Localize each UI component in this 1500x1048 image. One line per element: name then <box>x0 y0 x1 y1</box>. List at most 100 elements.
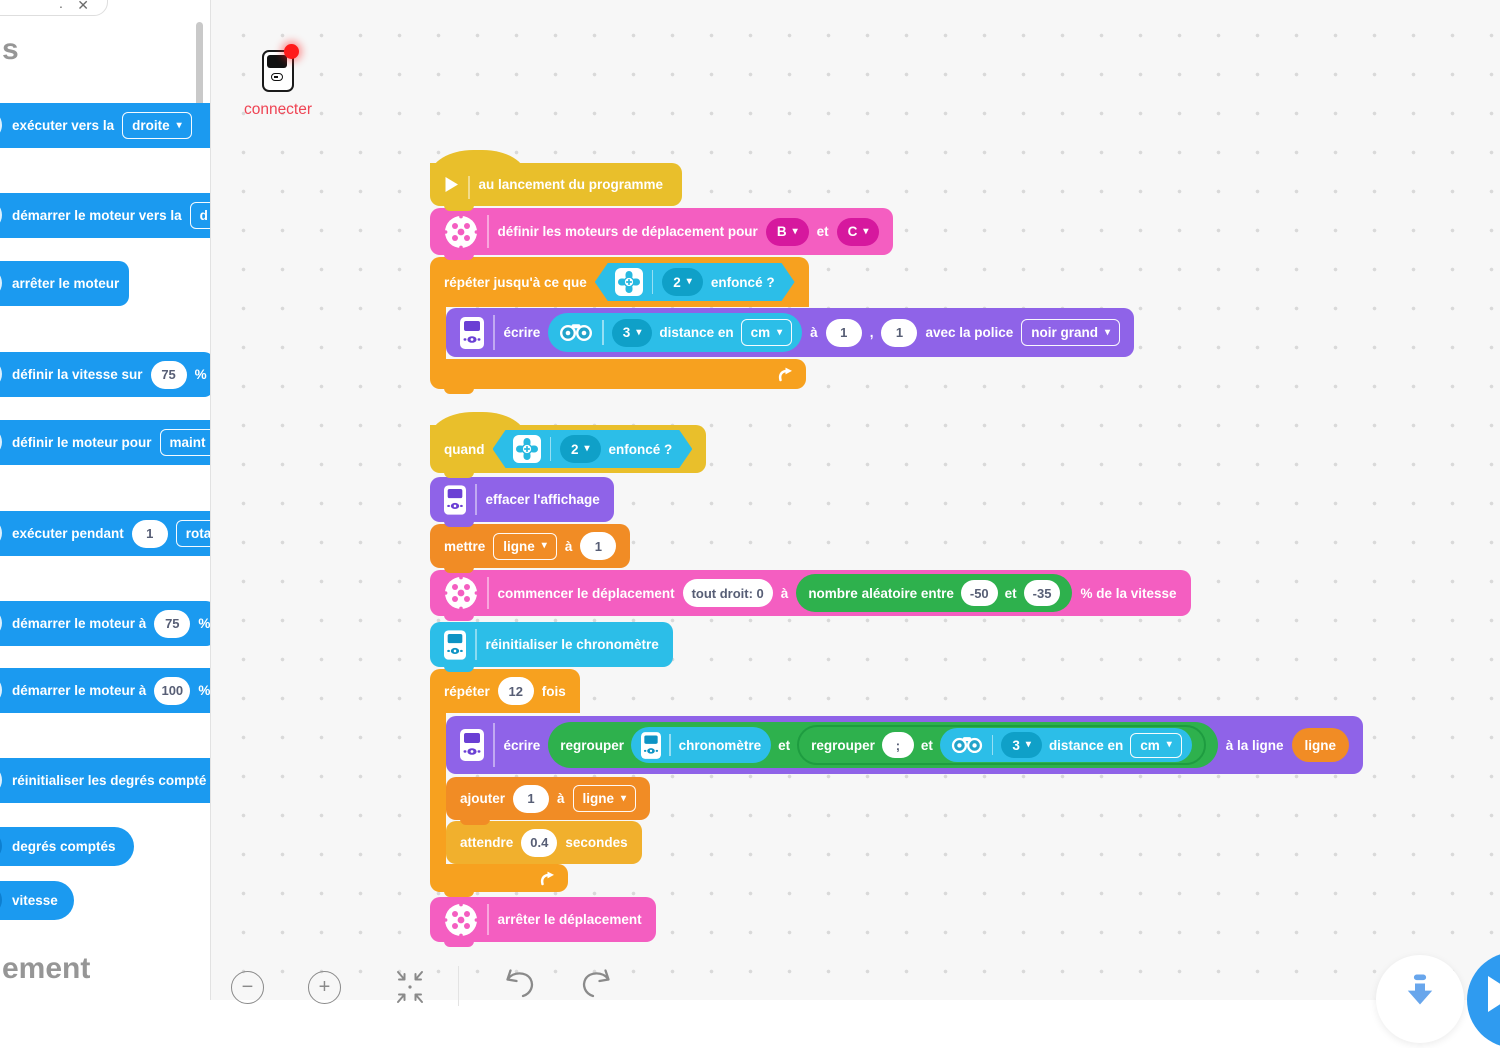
palette-start-motor-direction[interactable]: démarrer le moteur vers la d <box>0 193 210 238</box>
block-write-distance[interactable]: écrire 3 distance en cm à 1 , 1 avec la … <box>446 308 1135 357</box>
block-define-motors[interactable]: définir les moteurs de déplacement pour … <box>430 208 894 260</box>
block-stop-moving[interactable]: arrêter le déplacement <box>430 897 656 947</box>
unit-dropdown[interactable]: cm <box>1130 732 1182 758</box>
block-label: à <box>557 791 565 806</box>
palette-reset-degrees[interactable]: réinitialiser les degrés compté <box>0 758 210 803</box>
hub-button-icon <box>615 268 643 296</box>
unit-dropdown[interactable]: cm <box>740 319 793 346</box>
delta-input[interactable]: 1 <box>513 784 550 813</box>
play-icon <box>444 176 459 193</box>
unit-dropdown[interactable]: rota <box>175 520 210 547</box>
block-wait[interactable]: attendre 0.4 secondes <box>446 821 642 864</box>
separator-input[interactable]: ; <box>881 732 914 758</box>
reporter-label: et <box>1004 585 1017 601</box>
amount-input[interactable]: 1 <box>131 519 168 548</box>
port-dropdown[interactable]: C <box>836 217 880 246</box>
motor-action-dropdown[interactable]: maint <box>159 429 210 456</box>
variable-dropdown[interactable]: ligne <box>572 785 637 812</box>
palette-set-motor[interactable]: définir le moteur pour maint <box>0 420 210 465</box>
undo-button[interactable] <box>500 966 538 1005</box>
block-repeat-until[interactable]: répéter jusqu'à ce que 2 enfoncé ? <box>430 257 809 307</box>
sensor-port-dropdown[interactable]: 3 <box>611 318 653 347</box>
palette-scrollbar[interactable] <box>196 22 203 130</box>
button-number-dropdown[interactable]: 2 <box>662 268 703 296</box>
repeat-until-loop-end[interactable] <box>430 359 806 394</box>
toolbar-divider <box>458 966 459 1006</box>
programming-canvas[interactable]: connecter au lancement du programme défi… <box>210 0 1500 1000</box>
window-tab[interactable]: · ✕ <box>0 0 108 16</box>
zoom-out-button[interactable]: − <box>231 971 264 1004</box>
count-input[interactable]: 12 <box>497 677 534 705</box>
zoom-in-button[interactable]: + <box>308 971 341 1004</box>
block-label: réinitialiser le chronomètre <box>485 637 659 652</box>
block-change-variable[interactable]: ajouter 1 à ligne <box>446 777 651 825</box>
disconnected-status-dot <box>284 44 299 59</box>
variable-dropdown[interactable]: ligne <box>493 532 557 560</box>
redo-button[interactable] <box>578 966 616 1005</box>
palette-stop-motor[interactable]: arrêter le moteur <box>0 261 129 306</box>
join-reporter[interactable]: regrouper chronomètre et regrouper ; et <box>548 722 1218 768</box>
fit-to-screen-button[interactable] <box>390 968 430 1013</box>
block-reset-timer[interactable]: réinitialiser le chronomètre <box>430 622 673 672</box>
button-pressed-condition[interactable]: 2 enfoncé ? <box>493 430 693 468</box>
timer-reporter[interactable]: chronomètre <box>631 727 772 763</box>
block-clear-display[interactable]: effacer l'affichage <box>430 477 614 527</box>
distance-sensor-reporter[interactable]: 3 distance en cm <box>548 313 803 352</box>
block-label: à <box>810 325 818 340</box>
palette-speed-reporter[interactable]: vitesse <box>0 881 74 920</box>
steering-input[interactable]: tout droit: 0 <box>682 579 773 607</box>
palette-run-direction[interactable]: exécuter vers la droite <box>0 103 210 148</box>
palette-start-motor-75[interactable]: démarrer le moteur à 75 % <box>0 601 210 646</box>
condition-label: enfoncé ? <box>608 441 673 457</box>
block-repeat-times[interactable]: répéter 12 fois <box>430 669 580 713</box>
connect-hub-button[interactable]: connecter <box>238 44 318 119</box>
x-input[interactable]: 1 <box>825 318 862 347</box>
min-input[interactable]: -50 <box>960 580 998 606</box>
block-label: attendre <box>460 835 514 850</box>
button-pressed-condition[interactable]: 2 enfoncé ? <box>595 263 795 301</box>
direction-dropdown[interactable]: d <box>189 202 210 229</box>
repeat-loop-end[interactable] <box>430 864 568 897</box>
movement-wheel-icon <box>444 902 478 937</box>
value-input[interactable]: 1 <box>580 532 617 560</box>
palette-category-heading-bottom: ement <box>2 952 91 985</box>
close-icon[interactable]: ✕ <box>77 0 89 13</box>
button-number-dropdown[interactable]: 2 <box>560 435 601 463</box>
variable-reporter-ligne[interactable]: ligne <box>1291 728 1350 762</box>
block-label: fois <box>541 683 566 699</box>
font-dropdown[interactable]: noir grand <box>1021 319 1121 346</box>
block-set-variable[interactable]: mettre ligne à 1 <box>430 524 631 573</box>
block-label: avec la police <box>925 325 1014 340</box>
block-label: définir les moteurs de déplacement pour <box>497 224 758 239</box>
speed-input[interactable]: 75 <box>154 609 191 638</box>
sensor-port-dropdown[interactable]: 3 <box>1001 732 1042 758</box>
palette-run-for[interactable]: exécuter pendant 1 rota <box>0 511 210 556</box>
join-reporter-inner[interactable]: regrouper ; et 3 distance en cm <box>797 725 1206 765</box>
random-number-reporter[interactable]: nombre aléatoire entre -50 et -35 <box>796 574 1073 612</box>
palette-set-speed[interactable]: définir la vitesse sur 75 % <box>0 352 210 397</box>
undo-icon <box>500 966 538 1000</box>
block-palette[interactable]: s exécuter vers la droite démarrer le mo… <box>0 0 211 1000</box>
speed-input[interactable]: 100 <box>154 676 191 705</box>
duration-input[interactable]: 0.4 <box>521 828 558 857</box>
speed-input[interactable]: 75 <box>150 360 187 389</box>
max-input[interactable]: -35 <box>1023 580 1061 606</box>
block-label: ajouter <box>460 791 506 806</box>
hat-when-button-pressed[interactable]: quand 2 enfoncé ? <box>430 412 707 478</box>
y-input[interactable]: 1 <box>881 318 918 347</box>
distance-sensor-reporter[interactable]: 3 distance en cm <box>939 728 1192 762</box>
block-start-moving[interactable]: commencer le déplacement tout droit: 0 à… <box>430 570 1191 621</box>
direction-dropdown[interactable]: droite <box>122 112 192 139</box>
movement-wheel-icon <box>444 214 478 249</box>
port-dropdown[interactable]: B <box>765 217 809 246</box>
hat-program-start[interactable]: au lancement du programme <box>430 150 682 211</box>
reporter-label: regrouper <box>811 737 875 753</box>
palette-degrees-counted-reporter[interactable]: degrés comptés <box>0 827 134 866</box>
block-write-line[interactable]: écrire regrouper chronomètre et regroupe… <box>446 716 1364 774</box>
hub-display-icon <box>460 316 484 349</box>
reporter-label: chronomètre <box>678 737 762 753</box>
download-to-hub-button[interactable] <box>1376 955 1464 1043</box>
palette-start-motor-100[interactable]: démarrer le moteur à 100 % <box>0 668 210 713</box>
redo-icon <box>578 966 616 1000</box>
hat-label: quand <box>444 441 485 457</box>
